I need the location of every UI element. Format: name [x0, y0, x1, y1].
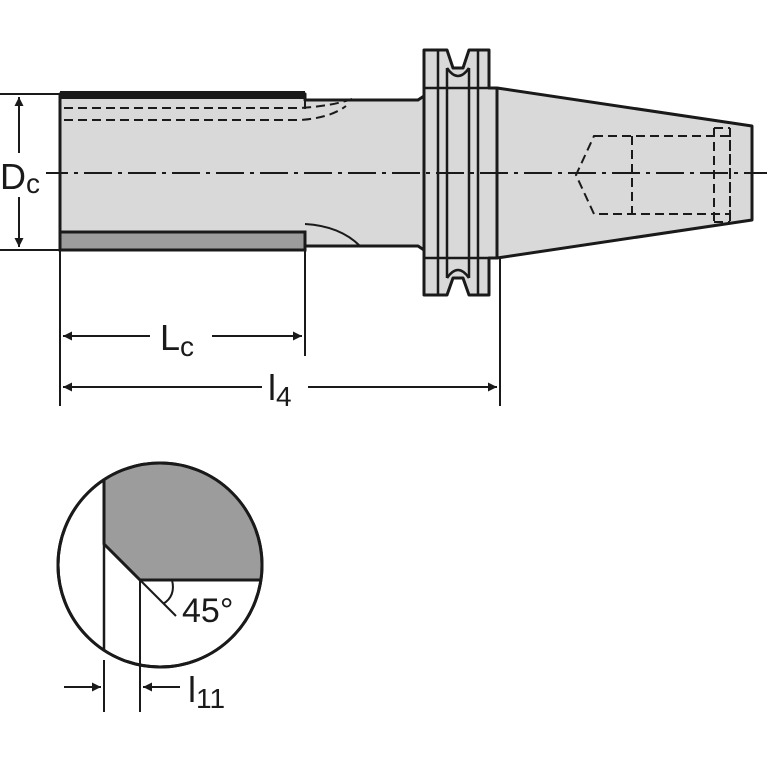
chamfer-detail [56, 461, 264, 669]
l11-label-sub: 11 [196, 683, 225, 714]
l4-label-sub: 4 [276, 381, 292, 412]
lower-cutting-edge [58, 230, 307, 252]
dc-label-sub: c [26, 168, 40, 199]
dc-label: Dc [0, 156, 40, 199]
hidden-lines [64, 98, 731, 247]
upper-cutting-edge [60, 91, 305, 99]
lc-label-sub: c [180, 331, 194, 362]
dc-label-main: D [0, 156, 26, 197]
lc-label: Lc [160, 317, 194, 362]
angle-label: 45° [182, 592, 233, 630]
l11-label-main: l [188, 669, 196, 710]
lc-label-main: L [160, 317, 180, 358]
l4-label: l4 [268, 367, 292, 412]
l11-dimension [64, 660, 180, 712]
chamfer-section [102, 463, 262, 582]
l4-label-main: l [268, 367, 276, 408]
l11-label: l11 [188, 669, 225, 714]
